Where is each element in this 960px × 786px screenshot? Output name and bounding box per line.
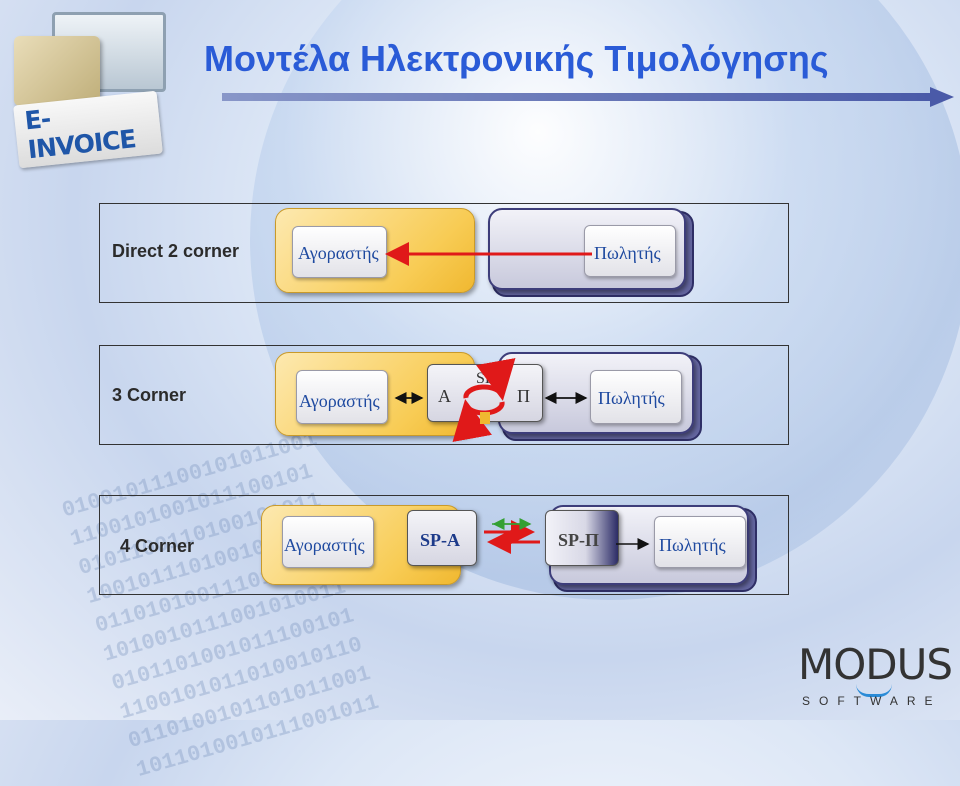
e-invoice-logo-icon: E-INVOICE xyxy=(10,10,166,169)
swoosh-icon xyxy=(856,684,892,697)
sp-a-label: Α xyxy=(438,386,451,406)
title-underline xyxy=(222,93,932,101)
buyer-label: Αγοραστής xyxy=(299,391,380,411)
buyer-label: Αγοραστής xyxy=(298,243,379,263)
row-label: Direct 2 corner xyxy=(112,241,240,261)
sp-a-label: SP-A xyxy=(420,530,460,550)
seller-label: Πωλητής xyxy=(594,243,661,263)
row-label: 3 Corner xyxy=(112,385,187,405)
seller-card xyxy=(590,370,682,424)
logo-text: E-INVOICE xyxy=(13,90,163,169)
sp-p-label: SP-Π xyxy=(558,530,600,550)
title-arrow-icon xyxy=(930,87,954,107)
buyer-card xyxy=(296,370,388,424)
buyer-label: Αγοραστής xyxy=(284,535,365,555)
page-title: Μοντέλα Ηλεκτρονικής Τιμολόγησης xyxy=(204,38,829,79)
sp-p-label: Π xyxy=(517,386,530,406)
document-icon xyxy=(14,36,100,106)
modus-logo-text: MODUS xyxy=(798,640,953,689)
row-direct-2-corner xyxy=(99,203,789,303)
sp-p-box xyxy=(545,510,619,566)
modus-logo-icon: MODUS SOFTWARE xyxy=(798,640,953,712)
modus-tagline: SOFTWARE xyxy=(802,694,942,708)
seller-label: Πωλητής xyxy=(598,388,665,408)
seller-card xyxy=(584,225,676,277)
sp-label: SP xyxy=(476,370,494,387)
seller-label: Πωλητής xyxy=(659,535,726,555)
row-4-corner xyxy=(99,495,789,595)
row-label: 4 Corner xyxy=(120,536,195,556)
sp-a-box xyxy=(407,510,477,566)
seller-card xyxy=(654,516,746,568)
row-3-corner xyxy=(99,345,789,445)
buyer-card xyxy=(282,516,374,568)
